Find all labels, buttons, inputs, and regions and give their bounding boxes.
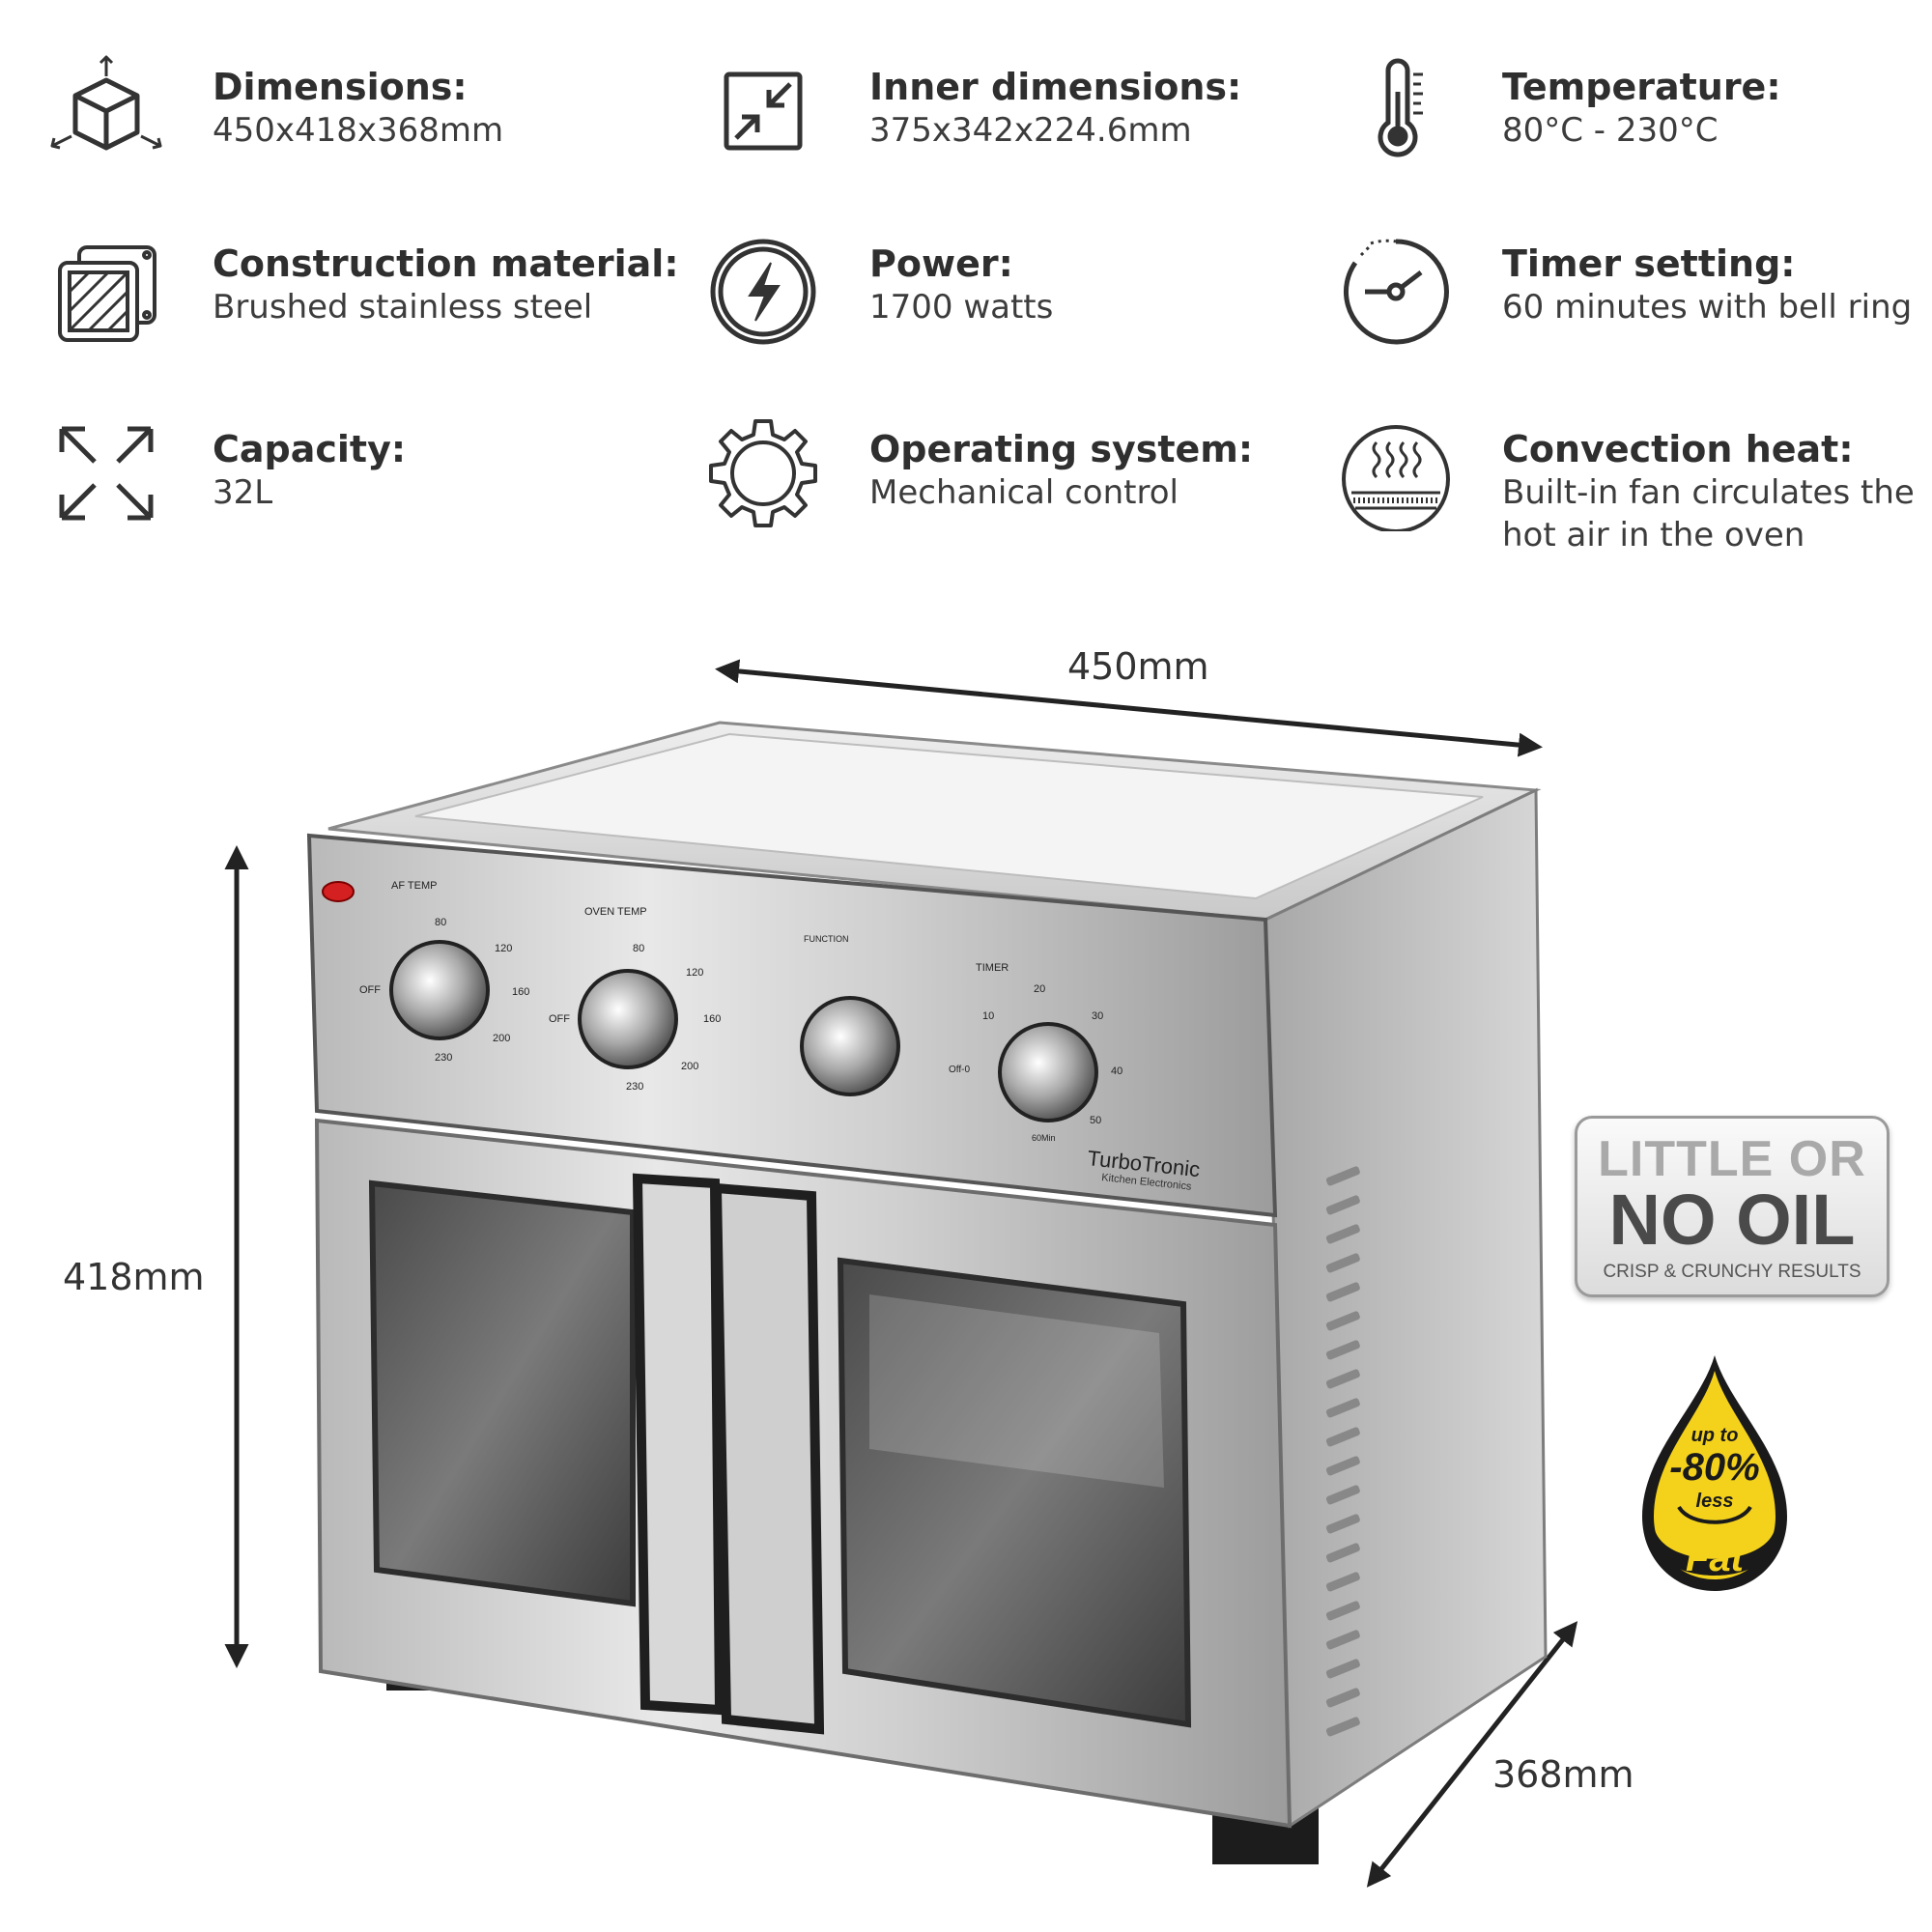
spec-timer-setting: Timer setting: 60 minutes with bell ring xyxy=(1338,230,1912,346)
tick-label: OFF xyxy=(359,984,381,996)
tick-label: 10 xyxy=(982,1010,994,1022)
timer-dial-icon xyxy=(1338,230,1454,346)
side-vent-slot xyxy=(1325,1456,1360,1476)
side-vent-slot xyxy=(1325,1311,1360,1331)
side-vent-slot xyxy=(1325,1340,1360,1360)
tick-label: 40 xyxy=(1111,1065,1122,1077)
tick-label: 120 xyxy=(686,967,703,979)
side-vent-slot xyxy=(1325,1572,1360,1592)
oil-drop-icon xyxy=(1642,1355,1787,1591)
spec-temperature: Temperature: 80°C - 230°C xyxy=(1338,53,1781,169)
depth-arrow xyxy=(1366,1621,1578,1888)
tick-label: Off-0 xyxy=(949,1065,970,1075)
spec-label: Convection heat: xyxy=(1502,428,1854,470)
side-vent-slot xyxy=(1325,1717,1360,1737)
expand-arrows-icon xyxy=(48,415,164,531)
side-vent-slot xyxy=(1325,1427,1360,1447)
tick-label: 60Min xyxy=(1032,1133,1056,1143)
side-vent-slot xyxy=(1325,1659,1360,1679)
spec-label: Capacity: xyxy=(213,428,407,470)
spec-label: Temperature: xyxy=(1502,66,1781,108)
tick-label: 80 xyxy=(633,943,644,954)
tick-label: 30 xyxy=(1092,1010,1103,1022)
tick-label: 200 xyxy=(493,1033,510,1044)
depth-label: 368mm xyxy=(1492,1753,1634,1796)
spec-dimensions: Dimensions: 450x418x368mm xyxy=(48,53,503,169)
drop-line4: Fat xyxy=(1686,1537,1744,1579)
side-vent-slot xyxy=(1325,1630,1360,1650)
spec-label: Construction material: xyxy=(213,242,679,285)
side-vent-slot xyxy=(1325,1224,1360,1244)
spec-inner-dimensions: Inner dimensions: 375x342x224.6mm xyxy=(705,53,1241,169)
spec-label: Operating system: xyxy=(869,428,1254,470)
cube-dimensions-icon xyxy=(48,53,164,169)
spec-construction-material: Construction material: Brushed stainless… xyxy=(48,230,679,346)
side-vent-slot xyxy=(1325,1601,1360,1621)
tick-label: 160 xyxy=(703,1013,721,1025)
width-arrow xyxy=(715,659,1543,757)
spec-label: Inner dimensions: xyxy=(869,66,1242,108)
drop-line3: less xyxy=(1695,1491,1734,1512)
side-vent-slot xyxy=(1325,1166,1360,1186)
spec-capacity: Capacity: 32L xyxy=(48,415,406,531)
spec-value: Mechanical control xyxy=(869,473,1179,512)
spec-value: 1700 watts xyxy=(869,288,1054,327)
less-fat-drop: up to -80% less Fat xyxy=(1633,1348,1797,1599)
spec-convection-heat: Convection heat: Built-in fan circulates… xyxy=(1338,415,1915,556)
tick-label: 50 xyxy=(1090,1115,1101,1126)
drop-line1: up to xyxy=(1690,1425,1739,1446)
tick-label: 230 xyxy=(626,1081,643,1093)
tick-label: 230 xyxy=(435,1052,452,1064)
side-vent-slot xyxy=(1325,1485,1360,1505)
little-oil-badge: LITTLE OR NO OIL CRISP & CRUNCHY RESULTS xyxy=(1575,1116,1889,1297)
spec-value: 60 minutes with bell ring xyxy=(1502,288,1913,327)
side-vent-slot xyxy=(1325,1253,1360,1273)
side-vents xyxy=(1325,1166,1360,1737)
spec-value: Brushed stainless steel xyxy=(213,288,593,327)
spec-label: Timer setting: xyxy=(1502,242,1796,285)
inward-arrows-icon xyxy=(705,53,821,169)
knob-label-timer: TIMER xyxy=(976,962,1009,974)
tick-label: 80 xyxy=(435,917,446,928)
knob-label-function: FUNCTION xyxy=(804,934,849,944)
steel-plates-icon xyxy=(48,230,164,346)
side-vent-slot xyxy=(1325,1398,1360,1418)
gear-icon xyxy=(705,415,821,531)
spec-value-line2: hot air in the oven xyxy=(1502,516,1805,554)
side-vent-slot xyxy=(1325,1688,1360,1708)
tick-label: 200 xyxy=(681,1061,698,1072)
side-vent-slot xyxy=(1325,1369,1360,1389)
spec-value: 80°C - 230°C xyxy=(1502,111,1719,150)
knob-label-oven-temp: OVEN TEMP xyxy=(584,906,647,918)
spec-operating-system: Operating system: Mechanical control xyxy=(705,415,1253,531)
lightning-bolt-icon xyxy=(705,230,821,346)
side-vent-slot xyxy=(1325,1195,1360,1215)
badge-line2: NO OIL xyxy=(1608,1179,1856,1260)
drop-line2: -80% xyxy=(1669,1446,1760,1489)
tick-label: OFF xyxy=(549,1013,570,1025)
width-label: 450mm xyxy=(1067,645,1209,688)
air-fryer-oven-image: AF TEMP OVEN TEMP FUNCTION TIMER 80 120 … xyxy=(306,721,1548,1864)
knob-label-af-temp: AF TEMP xyxy=(391,880,437,892)
spec-label: Power: xyxy=(869,242,1013,285)
spec-power: Power: 1700 watts xyxy=(705,230,1053,346)
tick-label: 20 xyxy=(1034,983,1045,995)
spec-value: 375x342x224.6mm xyxy=(869,111,1192,150)
side-vent-slot xyxy=(1325,1282,1360,1302)
spec-label: Dimensions: xyxy=(213,66,468,108)
height-label: 418mm xyxy=(63,1256,205,1298)
tick-label: 120 xyxy=(495,943,512,954)
spec-value: 450x418x368mm xyxy=(213,111,504,150)
badge-line3: CRISP & CRUNCHY RESULTS xyxy=(1603,1262,1861,1282)
spec-value: Built-in fan circulates the xyxy=(1502,473,1915,512)
convection-heat-icon xyxy=(1338,415,1454,531)
spec-value: 32L xyxy=(213,473,273,512)
side-vent-slot xyxy=(1325,1543,1360,1563)
tick-label: 160 xyxy=(512,986,529,998)
badge-line1: LITTLE OR xyxy=(1598,1131,1866,1187)
side-vent-slot xyxy=(1325,1514,1360,1534)
thermometer-icon xyxy=(1338,53,1454,169)
